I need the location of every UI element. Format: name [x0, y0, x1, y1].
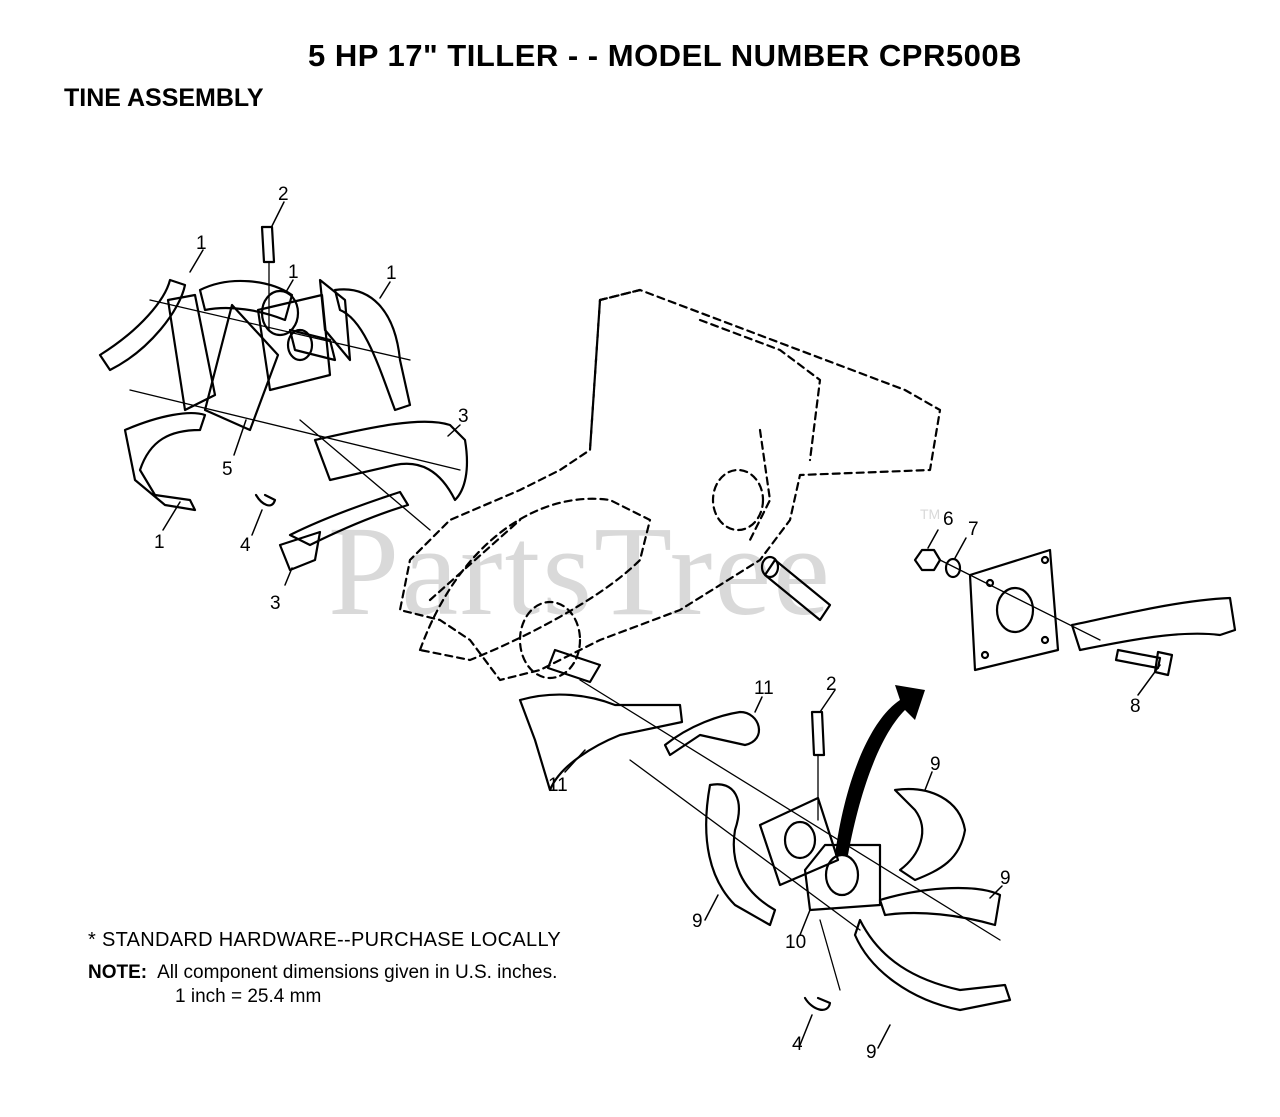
- callout-10: 10: [785, 932, 806, 953]
- callout-4: 4: [792, 1034, 803, 1055]
- lower-tine-group: [518, 679, 1012, 1012]
- callout-2: 2: [278, 184, 289, 205]
- left-tine-group: [98, 225, 469, 572]
- dimension-note: NOTE: All component dimensions given in U…: [88, 961, 557, 1009]
- right-hub-assembly: [913, 548, 1237, 677]
- callout-11: 11: [548, 775, 568, 796]
- transmission-housing: [398, 288, 942, 682]
- note-line-2: 1 inch = 25.4 mm: [175, 986, 322, 1007]
- callout-9: 9: [692, 911, 703, 932]
- callout-5: 5: [222, 459, 233, 480]
- page-title: 5 HP 17" TILLER - - MODEL NUMBER CPR500B: [308, 38, 1022, 73]
- callout-9: 9: [866, 1042, 877, 1063]
- note-label: NOTE:: [88, 962, 148, 983]
- standard-hardware-note: * STANDARD HARDWARE--PURCHASE LOCALLY: [88, 929, 562, 951]
- tine-shaft: [546, 555, 832, 684]
- note-line-1: All component dimensions given in U.S. i…: [157, 962, 558, 983]
- callout-11: 11: [754, 678, 774, 699]
- watermark: PartsTree: [328, 500, 832, 642]
- callout-7: 7: [968, 519, 979, 540]
- section-title: TINE ASSEMBLY: [64, 84, 264, 112]
- callout-3: 3: [458, 406, 469, 427]
- callout-8: 8: [1130, 696, 1141, 717]
- callout-3: 3: [270, 593, 281, 614]
- callout-2: 2: [826, 674, 837, 695]
- callout-1: 1: [386, 263, 397, 284]
- watermark-trademark: TM: [920, 506, 941, 522]
- callout-numbers: 1 1 1 1 2 2 3 3 4 4 5 6 7 8 9 9 9 9 10 1…: [154, 184, 1141, 1063]
- callout-9: 9: [930, 754, 941, 775]
- callout-9: 9: [1000, 868, 1011, 889]
- callout-4: 4: [240, 535, 251, 556]
- callout-1: 1: [154, 532, 165, 553]
- callout-1: 1: [288, 262, 299, 283]
- callout-leaders: [162, 201, 1161, 1049]
- callout-1: 1: [196, 233, 207, 254]
- callout-6: 6: [943, 509, 954, 530]
